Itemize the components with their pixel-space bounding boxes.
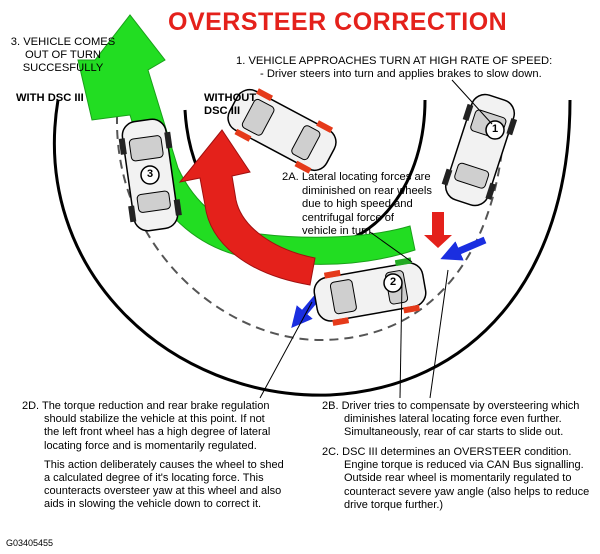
road-outer-edge <box>52 99 572 397</box>
car-1-number-circle <box>485 120 505 140</box>
car-1-number: 1 <box>491 123 499 135</box>
figure-id: G03405455 <box>6 538 54 548</box>
leader-line-2c <box>429 269 449 399</box>
leader-line-2d <box>259 301 313 399</box>
car-without-dsc <box>227 88 337 174</box>
leader-line-2a <box>369 231 413 263</box>
brake-force-arrow <box>424 212 452 248</box>
leader-line-1 <box>451 79 493 125</box>
red-path-arrow <box>178 129 316 286</box>
diagram-title: OVERSTEER CORRECTION <box>168 8 508 36</box>
car-2-number: 2 <box>389 276 397 288</box>
step-2c-label: 2C. DSC III determines an OVERSTEER cond… <box>322 446 590 511</box>
car-3-number-circle <box>140 165 160 185</box>
without-dsc-label: WITHOUT DSC III <box>204 92 257 117</box>
car-1 <box>441 93 518 207</box>
with-dsc-label: WITH DSC III <box>16 92 84 104</box>
leader-line-2b <box>399 281 403 399</box>
blue-force-arrow-rear <box>440 236 487 261</box>
car-2 <box>313 257 427 326</box>
step-2b-label: 2B. Driver tries to compensate by overst… <box>322 400 580 439</box>
step-2a-label: 2A. Lateral locating forces are diminish… <box>282 171 432 238</box>
step-2d-label: 2D. The torque reduction and rear brake … <box>22 400 284 511</box>
step-3-label: 3. VEHICLE COMES OUT OF TURN SUCCESFULLY <box>10 36 116 74</box>
step-1-label: 1. VEHICLE APPROACHES TURN AT HIGH RATE … <box>236 55 553 80</box>
car-3-number: 3 <box>146 168 154 180</box>
